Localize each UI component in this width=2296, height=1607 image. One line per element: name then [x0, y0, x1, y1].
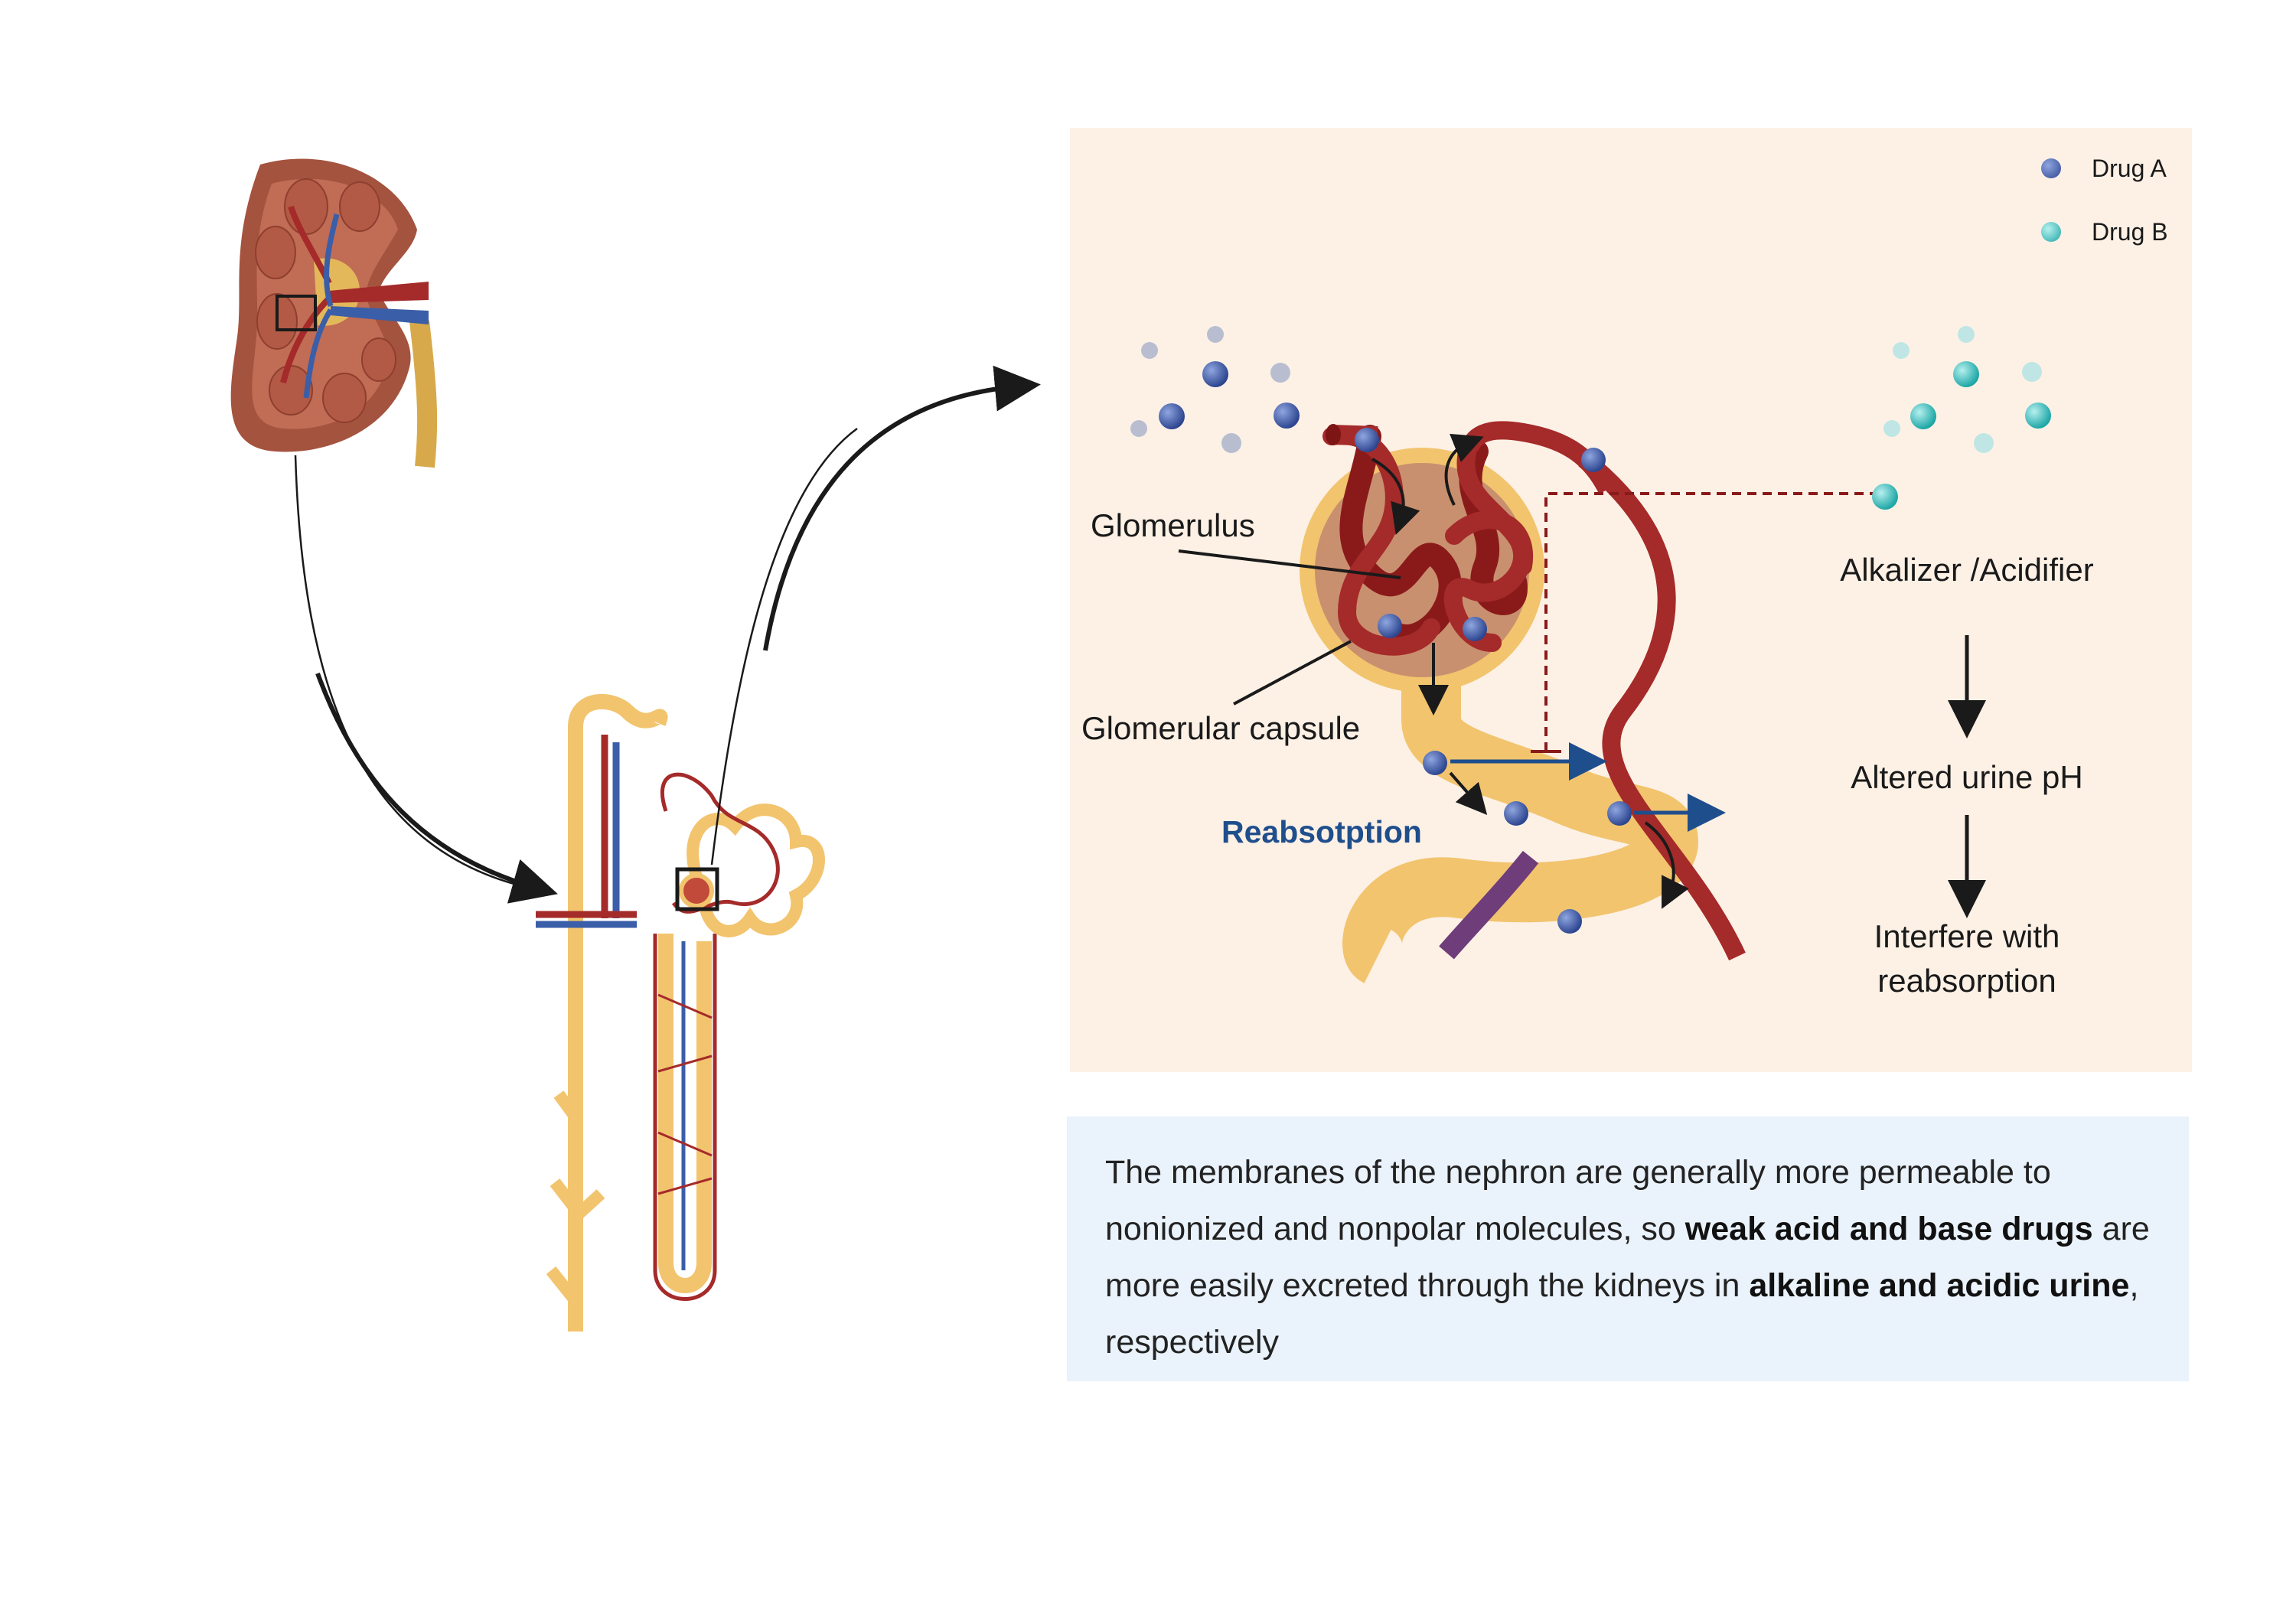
- detail-panel: [1070, 128, 2192, 1072]
- drug-a-legend-icon: [2041, 158, 2061, 178]
- glomerulus-label: Glomerulus: [1091, 507, 1255, 543]
- drug-a-legend-label: Drug A: [2092, 155, 2167, 182]
- drug-a-particles: [1130, 326, 1632, 934]
- drug-b-legend-label: Drug B: [2092, 218, 2168, 246]
- note-bold-2: alkaline and acidic urine: [1749, 1267, 2130, 1304]
- glomerular-capsule-label: Glomerular capsule: [1081, 710, 1361, 746]
- glomerulus-detail: [1130, 326, 2051, 983]
- note-text-3: , respectively: [1105, 1267, 2139, 1361]
- drug-b-particles: [1872, 326, 2051, 510]
- note-bold-1: weak acid and base drugs: [1684, 1211, 2093, 1247]
- reabsorption-label: Reabsotption: [1221, 814, 1422, 849]
- kidney-illustration: [230, 158, 438, 468]
- nephron-illustration: [536, 694, 825, 1332]
- zoom-box-kidney: [276, 295, 317, 331]
- note-text-2: are more easily excreted through the kid…: [1105, 1211, 2150, 1304]
- drug-b-legend-icon: [2041, 222, 2061, 242]
- zoom-box-nephron: [675, 867, 719, 911]
- flow-step-alkalizer: Alkalizer /Acidifier: [1840, 552, 2094, 588]
- explanation-note: The membranes of the nephron are general…: [1067, 1116, 2189, 1381]
- note-text-1: The membranes of the nephron are general…: [1105, 1154, 2051, 1247]
- flow-step-interfere: Interfere with reabsorption: [1874, 918, 2060, 999]
- flow-step-urine-ph: Altered urine pH: [1851, 759, 2083, 795]
